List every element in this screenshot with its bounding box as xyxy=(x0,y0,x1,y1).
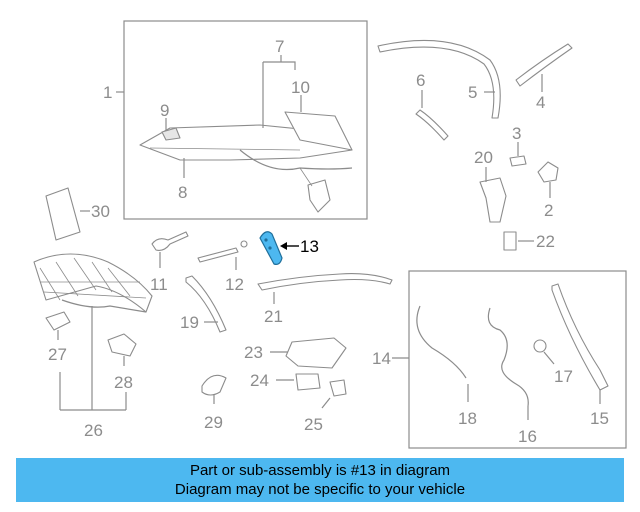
callout-20: 20 xyxy=(474,148,493,167)
callout-7: 7 xyxy=(275,37,284,56)
callout-18: 18 xyxy=(458,409,477,428)
callout-17: 17 xyxy=(554,367,573,386)
part-12-clip[interactable] xyxy=(240,240,248,248)
banner-line-2: Diagram may not be specific to your vehi… xyxy=(174,481,466,498)
callout-22: 22 xyxy=(536,232,555,251)
callout-6: 6 xyxy=(416,71,425,90)
part-13-hole-2 xyxy=(268,246,272,250)
part-4[interactable] xyxy=(515,43,573,87)
callout-1: 1 xyxy=(103,83,112,102)
part-26-frame[interactable] xyxy=(33,253,153,313)
leader-25 xyxy=(321,397,331,409)
part-28[interactable] xyxy=(107,333,137,357)
callout-11: 11 xyxy=(150,275,168,294)
part-19[interactable] xyxy=(185,275,227,333)
part-22[interactable] xyxy=(503,231,517,251)
callout-5: 5 xyxy=(468,83,477,102)
part-1-soft-top[interactable] xyxy=(139,111,353,213)
part-24[interactable] xyxy=(295,373,321,391)
callout-4: 4 xyxy=(536,93,545,112)
callout-2: 2 xyxy=(544,201,553,220)
part-9[interactable] xyxy=(161,127,181,141)
info-banner: Part or sub-assembly is #13 in diagram D… xyxy=(16,458,624,502)
part-20[interactable] xyxy=(479,177,507,223)
callout-10: 10 xyxy=(291,78,310,97)
part-15[interactable] xyxy=(551,283,609,391)
part-30[interactable] xyxy=(45,187,81,241)
callout-12: 12 xyxy=(225,275,244,294)
callout-30: 30 xyxy=(91,202,110,221)
group-box-1 xyxy=(123,20,368,220)
part-11[interactable] xyxy=(151,231,189,251)
leader-26 xyxy=(59,306,127,411)
part-13-hole xyxy=(264,238,268,242)
callout-21: 21 xyxy=(264,307,283,326)
callout-25: 25 xyxy=(304,415,323,434)
callout-23: 23 xyxy=(244,343,263,362)
part-12[interactable] xyxy=(197,247,239,263)
part-2[interactable] xyxy=(537,161,559,183)
banner-line-1: Part or sub-assembly is #13 in diagram xyxy=(189,462,451,479)
part-27[interactable] xyxy=(45,311,71,331)
callout-19: 19 xyxy=(180,313,199,332)
part-25[interactable] xyxy=(329,379,347,397)
part-29[interactable] xyxy=(201,374,227,396)
callout-27: 27 xyxy=(48,345,67,364)
callout-29: 29 xyxy=(204,413,223,432)
part-21[interactable] xyxy=(257,273,393,291)
part-18[interactable] xyxy=(416,305,467,379)
part-16[interactable] xyxy=(487,307,529,407)
callout-8: 8 xyxy=(178,183,187,202)
callout-28: 28 xyxy=(114,373,133,392)
leader-17 xyxy=(543,351,555,365)
parts-diagram: 1 7 10 9 8 30 6 5 4 3 2 20 22 11 12 xyxy=(33,20,627,449)
part-6[interactable] xyxy=(415,109,449,141)
part-5[interactable] xyxy=(377,39,501,119)
callout-16: 16 xyxy=(518,427,537,446)
callout-14: 14 xyxy=(372,349,391,368)
group-box-14 xyxy=(408,270,627,449)
leader-7 xyxy=(262,61,296,128)
callout-3: 3 xyxy=(512,124,521,143)
part-23[interactable] xyxy=(285,337,347,369)
callout-24: 24 xyxy=(250,371,269,390)
part-17[interactable] xyxy=(533,339,547,353)
arrow-13-head xyxy=(280,242,287,250)
part-3[interactable] xyxy=(509,155,527,167)
callout-13: 13 xyxy=(300,237,319,256)
callout-26: 26 xyxy=(84,421,103,440)
callout-15: 15 xyxy=(590,409,609,428)
callout-9: 9 xyxy=(160,101,169,120)
